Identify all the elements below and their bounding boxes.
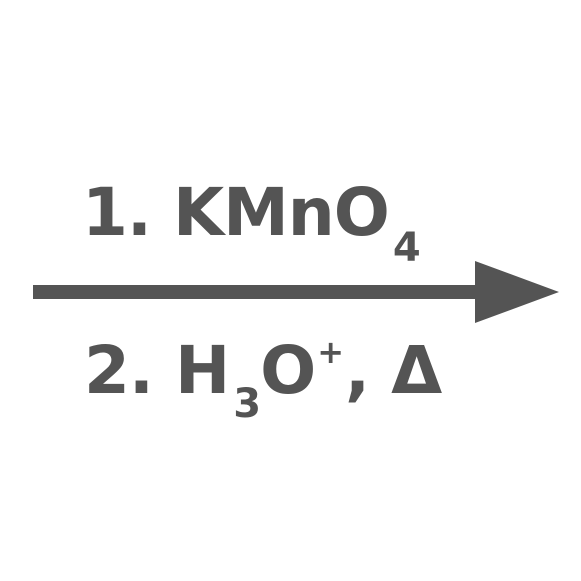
separator-comma: , [345,332,370,409]
formula-subscript: 4 [392,225,421,271]
formula-hydrogen: H [174,332,230,409]
arrow-shaft [33,285,479,299]
arrow-head [475,261,559,323]
step-number: 2. [84,332,154,409]
formula-superscript: + [317,333,344,371]
formula-subscript: 3 [233,381,261,427]
reagent-formula: KMnO [172,174,390,251]
heat-symbol: Δ [391,332,442,409]
step-number: 1. [82,174,152,251]
formula-oxygen: O [260,332,316,409]
